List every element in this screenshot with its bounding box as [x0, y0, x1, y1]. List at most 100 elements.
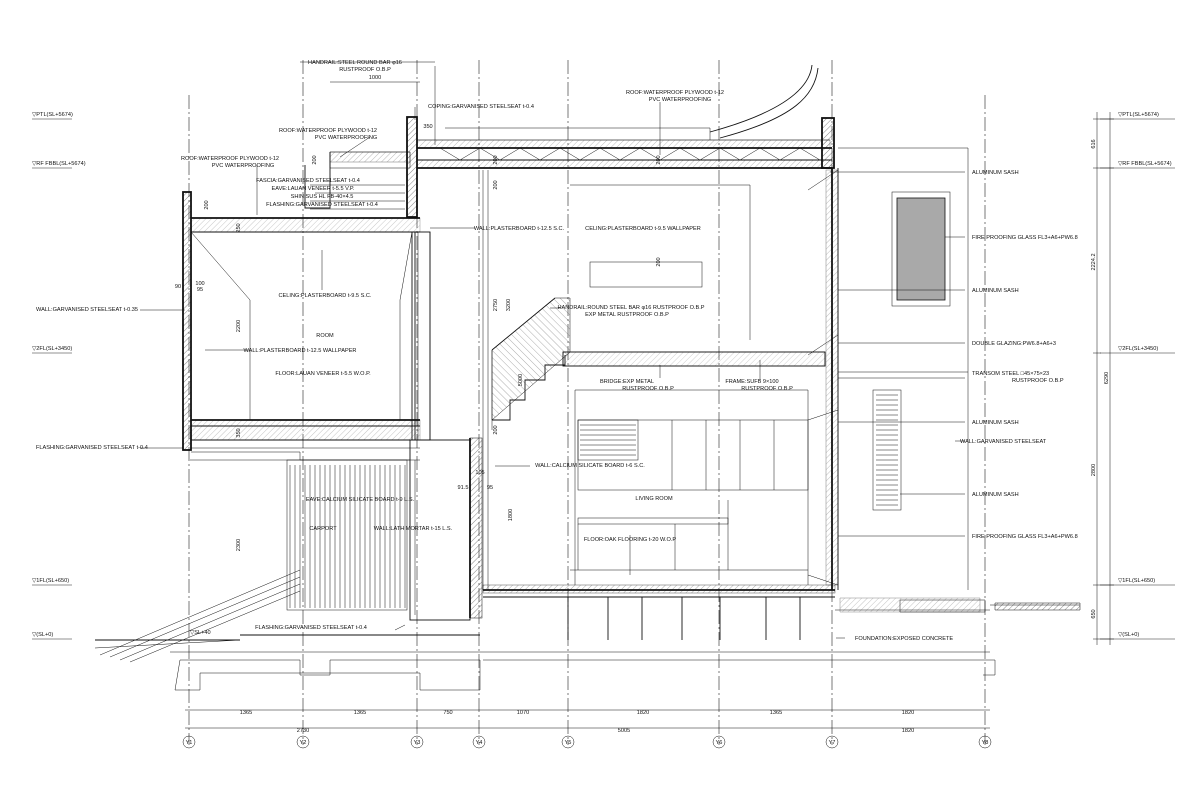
- right-dim-2800: 2800: [1091, 464, 1097, 476]
- dim-1365-c: 1365: [770, 710, 782, 716]
- right-dim-616: 616: [1091, 139, 1097, 148]
- label-roof-right-2: PVC WATERPROOFING: [649, 97, 711, 103]
- dim-inner-3: 350: [236, 428, 242, 437]
- annotations: HANDRAIL:STEEL ROUND BAR φ16 RUSTPROOF O…: [36, 60, 1078, 642]
- label-living: LIVING ROOM: [635, 496, 673, 502]
- level-left-rf: ▽RF FBBL(SL+5674): [32, 161, 86, 167]
- label-frame: FRAME:SUFB 9×100: [725, 379, 778, 385]
- label-alu-sash-1: ALUMINUM SASH: [972, 170, 1019, 176]
- label-frame-2: RUSTPROOF O.B.P: [741, 386, 793, 392]
- label-fire-glass-2: FIRE PROOFING GLASS FL3+A6+PW6.8: [972, 534, 1078, 540]
- label-flashing-left: FLASHING:GARVANISED STEELSEAT t-0.4: [36, 445, 148, 451]
- label-exp-metal: EXP METAL RUSTPROOF O.B.P: [585, 312, 669, 318]
- label-wall-plaster-mid: WALL:PLASTERBOARD t-12.5 S.C.: [474, 226, 565, 232]
- bottom-dimensions: 1365 1365 750 1070 1820 1365 1820 2730 5…: [185, 709, 990, 734]
- level-right-1fl: ▽1FL(SL+650): [1118, 578, 1155, 584]
- label-wall-lath: WALL:LATH MORTAR t-15 L.S.: [374, 526, 453, 532]
- axis-y1: Y1: [186, 740, 193, 746]
- dim-inner-1: 200: [204, 200, 210, 209]
- label-transom: TRANSOM STEEL □45×75×23: [972, 371, 1049, 377]
- level-right-sl: ▽(SL+0): [1118, 632, 1139, 638]
- level-right-rf: ▽RF FBBL(SL+5674): [1118, 161, 1172, 167]
- label-roof-mid: ROOF:WATERPROOF PLYWOOD t-12: [279, 128, 377, 134]
- dim-5005: 5005: [618, 728, 630, 734]
- dim-inner-17: 91.5: [458, 485, 469, 491]
- dim-inner-19: 105: [475, 470, 484, 476]
- axis-y3: Y3: [414, 740, 421, 746]
- axis-y8: Y8: [982, 740, 989, 746]
- right-dim-650: 650: [1091, 609, 1097, 618]
- axis-y2: Y2: [300, 740, 307, 746]
- label-room: ROOM: [316, 333, 334, 339]
- axis-y4: Y4: [476, 740, 483, 746]
- level-right-ptl: ▽PTL(SL+5674): [1118, 112, 1159, 118]
- label-eave-lauan: EAVE:LAUAN VENEER t-5.5 V.P.: [272, 186, 355, 192]
- roof-structure: [304, 64, 835, 218]
- dim-inner-2: 250: [236, 223, 242, 232]
- level-lines-left: ▽PTL(SL+5674) ▽RF FBBL(SL+5674) ▽2FL(SL+…: [32, 112, 86, 640]
- label-wall-plaster-left: WALL:PLASTERBOARD t-12.5 WALLPAPER: [244, 348, 357, 354]
- label-fascia: FASCIA:GARVANISED STEELSEAT t-0.4: [256, 178, 360, 184]
- dim-1365-b: 1365: [354, 710, 366, 716]
- dim-1820-c: 1820: [902, 728, 914, 734]
- axis-y5: Y5: [565, 740, 572, 746]
- right-dim-6290: 6290: [1104, 372, 1110, 384]
- label-flashing-top: FLASHING:GARVANISED STEELSEAT t-0.4: [266, 202, 378, 208]
- dim-inner-9: 2300: [236, 539, 242, 551]
- dim-inner-12: 200: [493, 180, 499, 189]
- label-transom-2: RUSTPROOF O.B.P: [1012, 378, 1064, 384]
- dim-inner-5: 100: [195, 281, 204, 287]
- label-alu-sash-3: ALUMINUM SASH: [972, 420, 1019, 426]
- dim-inner-16: 1800: [508, 509, 514, 521]
- dim-1820-b: 1820: [902, 710, 914, 716]
- label-alu-sash-2: ALUMINUM SASH: [972, 288, 1019, 294]
- label-carport: CARPORT: [309, 526, 337, 532]
- label-wall-garv-left: WALL:GARVANISED STEELSEAT t-0.35: [36, 307, 138, 313]
- dim-350-coping: 350: [423, 124, 432, 130]
- central-core: [409, 231, 826, 621]
- label-wall-garv-right: WALL:GARVANISED STEELSEAT: [960, 439, 1047, 445]
- axis-y6: Y6: [716, 740, 723, 746]
- label-flashing-bottom: FLASHING:GARVANISED STEELSEAT t-0.4: [255, 625, 367, 631]
- label-wall-calcium: WALL:CALCIUM SILICATE BOARD t-6 S.C.: [535, 463, 645, 469]
- dim-inner-6: 90: [175, 284, 181, 290]
- dim-inner-15: 200: [493, 425, 499, 434]
- label-roof-left-2: PVC WATERPROOFING: [212, 163, 274, 169]
- level-right-2fl: ▽2FL(SL+3450): [1118, 346, 1158, 352]
- level-left-2fl: ▽2FL(SL+3450): [32, 346, 72, 352]
- label-handrail-mid: HANDRAIL:ROUND STEEL BAR φ16 RUSTPROOF O…: [557, 305, 704, 311]
- right-facade: [807, 147, 969, 590]
- dim-200-eave: 200: [312, 155, 318, 164]
- dim-inner-13: 5000: [518, 374, 524, 386]
- dim-inner-20: 200: [493, 155, 499, 164]
- label-double-glazing: DOUBLE GLAZING:PW6.8+A6+3: [972, 341, 1056, 347]
- label-ceiling-left: CELING:PLASTERBOARD t-9.5 S.C.: [279, 293, 372, 299]
- label-shin: SHIN:SUS HL FB-40×4.5: [291, 194, 354, 200]
- level-left-ptl: ▽PTL(SL+5674): [32, 112, 73, 118]
- label-floor-left: FLOOR:LAUAN VENEER t-5.5 W.O.P.: [275, 371, 371, 377]
- label-handrail-top: HANDRAIL:STEEL ROUND BAR φ16: [308, 60, 402, 66]
- dim-2730: 2730: [297, 728, 309, 734]
- level-left-sl: ▽(SL+0): [32, 632, 53, 638]
- living-volume: [482, 170, 836, 640]
- dim-inner-7: 95: [197, 287, 203, 293]
- carport: [190, 459, 480, 636]
- label-handrail-top-2: RUSTPROOF O.B.P: [339, 67, 391, 73]
- label-coping: COPING:GARVANISED STEELSEAT t-0.4: [428, 104, 534, 110]
- inner-dimensions: 200 250 350 2200 100 90 95 2300 2750 320…: [175, 155, 662, 551]
- label-fire-glass-1: FIRE PROOFING GLASS FL3+A6+PW6.8: [972, 235, 1078, 241]
- label-roof-right: ROOF:WATERPROOF PLYWOOD t-12: [626, 90, 724, 96]
- dim-inner-14: 200: [656, 257, 662, 266]
- dim-1000: 1000: [369, 75, 381, 81]
- dim-inner-21: 200: [656, 155, 662, 164]
- dim-inner-11: 3200: [506, 299, 512, 311]
- upper-room-left: [182, 191, 421, 461]
- dim-1365-a: 1365: [240, 710, 252, 716]
- ground: [94, 569, 1081, 691]
- right-dim-2224: 2224.2: [1091, 253, 1097, 270]
- dim-1070: 1070: [517, 710, 529, 716]
- label-bridge-2: RUSTPROOF O.B.P: [622, 386, 674, 392]
- axis-y7: Y7: [829, 740, 836, 746]
- dim-1820-a: 1820: [637, 710, 649, 716]
